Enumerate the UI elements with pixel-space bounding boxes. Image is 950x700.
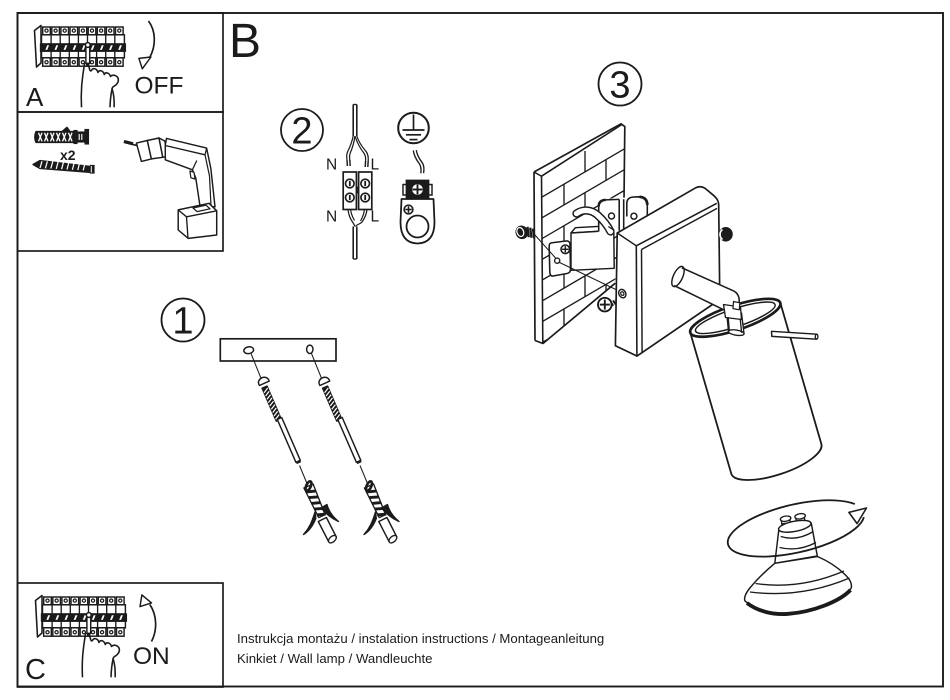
- svg-text:C: C: [25, 654, 46, 686]
- svg-text:B: B: [229, 15, 261, 68]
- svg-text:x2: x2: [60, 147, 76, 163]
- svg-text:L: L: [371, 209, 380, 226]
- svg-text:N: N: [326, 209, 337, 226]
- svg-text:Instrukcja montażu / instalati: Instrukcja montażu / instalation instruc…: [237, 631, 604, 646]
- svg-text:OFF: OFF: [135, 73, 184, 100]
- svg-text:Kinkiet / Wall lamp / Wandleuc: Kinkiet / Wall lamp / Wandleuchte: [237, 651, 432, 666]
- svg-text:2: 2: [291, 111, 312, 153]
- svg-text:ON: ON: [133, 643, 170, 670]
- svg-text:A: A: [26, 82, 44, 112]
- svg-text:L: L: [371, 157, 380, 174]
- svg-text:3: 3: [609, 65, 630, 107]
- svg-text:N: N: [326, 157, 337, 174]
- svg-text:1: 1: [172, 301, 193, 343]
